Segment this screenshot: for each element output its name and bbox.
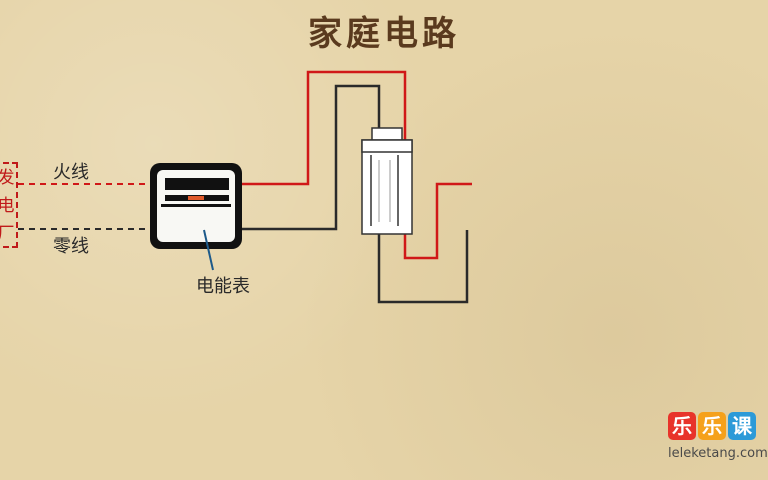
logo-char: 课 bbox=[728, 412, 756, 440]
power-plant-char: 厂 bbox=[0, 224, 15, 244]
page-title: 家庭电路 bbox=[308, 14, 460, 54]
fuse-box bbox=[361, 127, 413, 235]
live-wire-label: 火线 bbox=[53, 162, 89, 183]
logo-char: 乐 bbox=[668, 412, 696, 440]
logo-char: 乐 bbox=[698, 412, 726, 440]
brand-logo[interactable]: 乐 乐 课 leleketang.com bbox=[668, 412, 768, 478]
power-plant-char: 发 bbox=[0, 168, 15, 188]
power-plant-box: 发 电 厂 bbox=[0, 162, 18, 248]
meter-label: 电能表 bbox=[196, 276, 250, 297]
power-plant-char: 电 bbox=[0, 196, 15, 216]
electric-meter bbox=[150, 163, 242, 271]
neutral-wire-label: 零线 bbox=[53, 236, 89, 257]
neutral-wire bbox=[242, 84, 469, 304]
logo-url[interactable]: leleketang.com bbox=[668, 446, 768, 461]
